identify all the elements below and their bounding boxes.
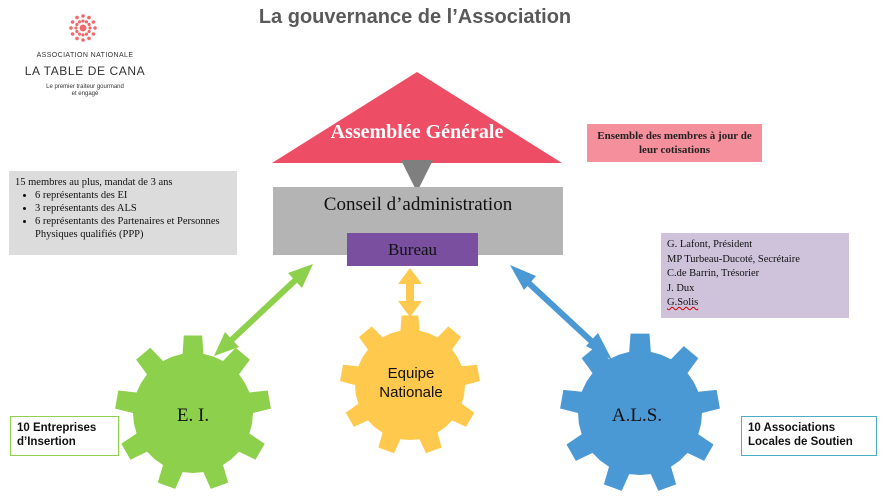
bureau-member: J. Dux (667, 282, 695, 294)
logo-association-label: ASSOCIATION NATIONALE (36, 52, 134, 59)
page-title: La gouvernance de l’Association (258, 6, 572, 28)
en-bureau-double-arrow (398, 268, 422, 317)
bureau-member: C.de Barrin, Trésorier (667, 268, 760, 279)
sun-dots-icon (69, 14, 97, 42)
conseil-info-item: 3 représentants des ALS (35, 202, 231, 215)
ei-note-line2: d’Insertion (17, 436, 76, 448)
gear-en-label-line2: Nationale (379, 384, 443, 401)
gear-als-icon (560, 333, 720, 491)
bureau-member: G.Solis (667, 297, 699, 308)
conseil-info-heading: 15 membres au plus, mandat de 3 ans (15, 177, 173, 188)
assemblee-triangle (272, 72, 562, 163)
als-note-line2: Locales de Soutien (748, 436, 853, 448)
conseil-administration-label: Conseil d’administration (323, 194, 513, 215)
als-note-line1: 10 Associations (748, 422, 836, 434)
bureau-box: Bureau (347, 233, 478, 266)
bureau-member: MP Turbeau-Ducoté, Secrétaire (667, 253, 800, 265)
bureau-member: G. Lafont, Président (667, 239, 753, 250)
assemblee-generale-label: Assemblée Générale (330, 121, 504, 143)
conseil-info-list: 6 représentants des EI 3 représentants d… (15, 189, 231, 241)
als-bureau-double-arrow (510, 265, 612, 360)
logo-sun-icon (69, 14, 97, 42)
gear-en-label-line1: Equipe (387, 365, 435, 382)
conseil-info-box: 15 membres au plus, mandat de 3 ans 6 re… (9, 171, 237, 255)
gear-ei-icon (115, 335, 271, 489)
gear-ei-label: E. I. (176, 405, 210, 426)
logo-tagline: Le premier traiteur gourmand et engagé (46, 84, 124, 97)
ei-note-box: 10 Entreprises d’Insertion (10, 416, 119, 456)
ei-bureau-double-arrow (214, 264, 313, 356)
gear-als-label: A.L.S. (611, 405, 663, 426)
members-note-box: Ensemble des membres à jour de leur coti… (587, 124, 762, 162)
gear-equipe-nationale-label: Equipe Nationale (350, 364, 472, 402)
conseil-info-item: 6 représentants des EI (35, 189, 231, 202)
logo-name: LA TABLE DE CANA (24, 64, 146, 78)
als-note-box: 10 Associations Locales de Soutien (741, 416, 877, 456)
gear-equipe-nationale-icon (340, 315, 480, 454)
conseil-info-item: 6 représentants des Partenaires et Perso… (35, 215, 231, 241)
bureau-members-box: G. Lafont, Président MP Turbeau-Ducoté, … (661, 233, 849, 318)
ei-note-line1: 10 Entreprises (17, 422, 97, 434)
